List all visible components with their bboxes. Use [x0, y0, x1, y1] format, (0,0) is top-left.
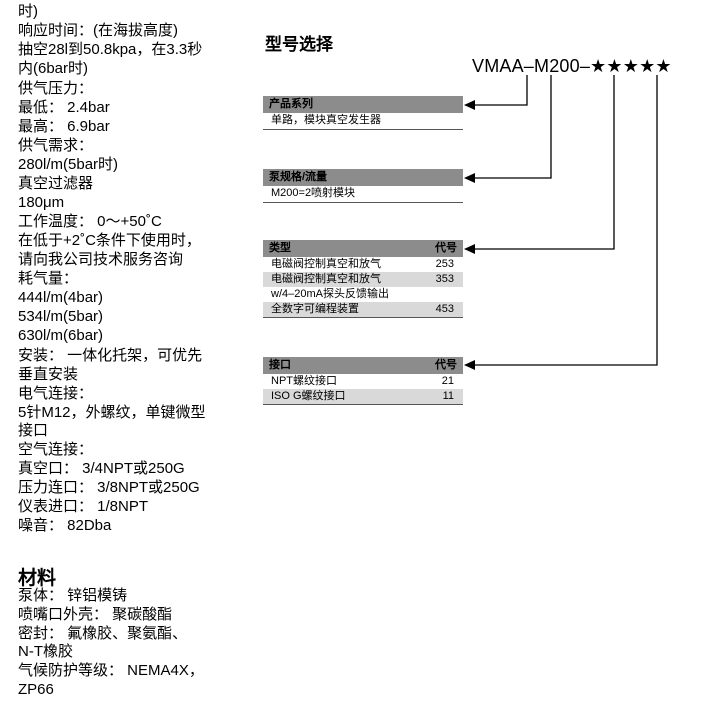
- port-table: 接口 代号 NPT螺纹接口 21 ISO G螺纹接口 11: [263, 357, 463, 405]
- materials-heading: 材料: [18, 568, 57, 589]
- row-code: 353: [435, 273, 454, 285]
- row-code: 21: [441, 375, 454, 387]
- code-header-label: 代号: [435, 242, 457, 254]
- pump-spec-header-label: 泵规格/流量: [269, 171, 328, 183]
- arrowhead-port: [464, 360, 475, 370]
- product-series-table: 产品系列 单路，模块真空发生器: [263, 96, 463, 130]
- spec-line: 响应时间：(在海拔高度): [18, 22, 178, 39]
- spec-line: 安装： 一体化托架，可优先: [18, 347, 203, 364]
- spec-line: 噪音： 82Dba: [18, 517, 112, 534]
- spec-line: 仪表进口： 1/8NPT: [18, 498, 149, 515]
- arrowhead-pump-spec: [464, 173, 475, 183]
- table-row: 单路，模块真空发生器: [263, 113, 463, 130]
- port-header: 接口 代号: [263, 357, 463, 374]
- row-code: 253: [435, 258, 454, 270]
- spec-line: 534l/m(5bar): [18, 308, 104, 325]
- material-line: 气候防护等级： NEMA4X，: [18, 662, 204, 679]
- material-line: N-T橡胶: [18, 643, 73, 660]
- type-table: 类型 代号 电磁阀控制真空和放气 253 电磁阀控制真空和放气 353 w/4–…: [263, 240, 463, 318]
- spec-line: 压力连口： 3/8NPT或250G: [18, 479, 200, 496]
- spec-line: 5针M12，外螺纹，单键微型: [18, 404, 206, 421]
- spec-line: 180μm: [18, 194, 65, 211]
- spec-line: 630l/m(6bar): [18, 327, 104, 344]
- spec-line: 供气需求：: [18, 137, 94, 154]
- row-label: 电磁阀控制真空和放气: [271, 258, 381, 270]
- arrow-port: [472, 75, 658, 366]
- spec-line: 空气连接：: [18, 441, 94, 458]
- spec-line: 接口: [18, 422, 49, 439]
- port-header-label: 接口: [269, 359, 291, 371]
- arrowhead-type: [464, 244, 475, 254]
- table-row: 电磁阀控制真空和放气 353: [263, 272, 463, 287]
- row-label: w/4–20mA探头反馈输出: [271, 288, 389, 300]
- spec-line: 在低于+2˚C条件下使用时，: [18, 232, 201, 249]
- table-row: ISO G螺纹接口 11: [263, 389, 463, 405]
- table-row: w/4–20mA探头反馈输出: [263, 287, 463, 302]
- spec-line: 抽空28l到50.8kpa，在3.3秒: [18, 41, 203, 58]
- row-label: M200=2喷射模块: [271, 187, 356, 199]
- spec-line: 垂直安装: [18, 366, 79, 383]
- arrow-pump-spec: [472, 75, 552, 179]
- spec-line: 时): [18, 3, 38, 20]
- pump-spec-header: 泵规格/流量: [263, 169, 463, 186]
- table-row: M200=2喷射模块: [263, 186, 463, 203]
- table-row: NPT螺纹接口 21: [263, 374, 463, 389]
- table-row: 电磁阀控制真空和放气 253: [263, 257, 463, 272]
- spec-line: 真空口： 3/4NPT或250G: [18, 460, 185, 477]
- spec-line: 请向我公司技术服务咨询: [18, 251, 184, 268]
- row-label: 电磁阀控制真空和放气: [271, 273, 381, 285]
- material-line: 密封： 氟橡胶、聚氨酯、: [18, 625, 188, 642]
- type-header-label: 类型: [269, 242, 291, 254]
- spec-line: 444l/m(4bar): [18, 289, 104, 306]
- spec-line: 真空过滤器: [18, 175, 94, 192]
- row-code: 11: [442, 390, 454, 402]
- model-selection-title: 型号选择: [265, 35, 333, 54]
- model-code: VMAA–M200–★★★★★: [472, 56, 672, 76]
- spec-line: 280l/m(5bar时): [18, 156, 119, 173]
- code-header-label: 代号: [435, 359, 457, 371]
- row-label: ISO G螺纹接口: [271, 390, 346, 402]
- spec-line: 最高： 6.9bar: [18, 118, 110, 135]
- spec-line: 工作温度： 0～+50˚C: [18, 213, 162, 230]
- spec-line: 电气连接：: [18, 385, 94, 402]
- spec-line: 耗气量：: [18, 270, 79, 287]
- type-header: 类型 代号: [263, 240, 463, 257]
- row-label: 单路，模块真空发生器: [271, 114, 381, 126]
- arrowhead-product-series: [464, 100, 475, 110]
- product-series-header-label: 产品系列: [269, 98, 313, 110]
- product-series-header: 产品系列: [263, 96, 463, 113]
- table-row: 全数字可编程装置 453: [263, 302, 463, 318]
- material-line: 喷嘴口外壳： 聚碳酸酯: [18, 606, 173, 623]
- material-line: 泵体： 锌铝模铸: [18, 587, 128, 604]
- spec-line: 最低： 2.4bar: [18, 99, 110, 116]
- spec-line: 内(6bar时): [18, 60, 89, 77]
- row-code: 453: [435, 303, 454, 315]
- spec-line: 供气压力：: [18, 80, 94, 97]
- row-label: 全数字可编程装置: [271, 303, 359, 315]
- material-line: ZP66: [18, 681, 54, 698]
- row-label: NPT螺纹接口: [271, 375, 337, 387]
- arrow-product-series: [472, 75, 528, 106]
- pump-spec-table: 泵规格/流量 M200=2喷射模块: [263, 169, 463, 203]
- arrow-type: [472, 75, 615, 250]
